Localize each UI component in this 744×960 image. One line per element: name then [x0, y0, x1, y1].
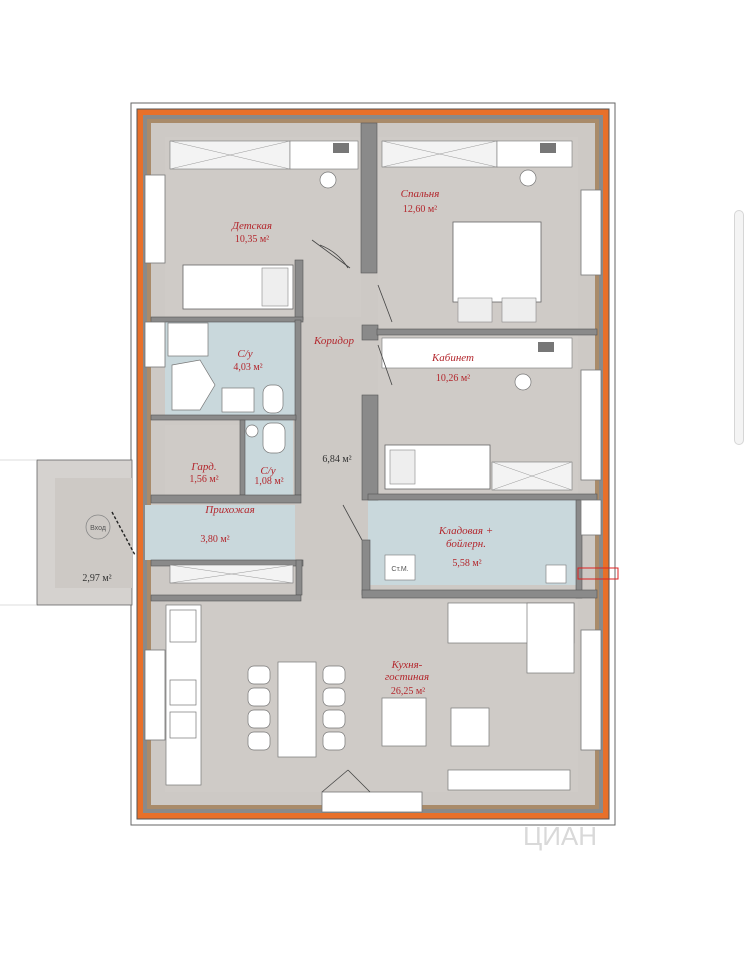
storage-fixtures — [384, 554, 567, 584]
interior-walls — [150, 122, 598, 602]
watermark: ЦИАН — [523, 821, 597, 851]
label-kuhnya-area: 26,25 м² — [391, 686, 425, 697]
label-detskaya-name: Детская — [231, 220, 272, 232]
label-vhod-name: Вход — [90, 525, 106, 532]
label-su2-name: С/у — [260, 465, 275, 477]
scrollbar[interactable] — [734, 210, 744, 445]
kitchen-counter — [165, 604, 202, 786]
doors — [311, 239, 393, 793]
meter-marker — [577, 567, 619, 580]
label-kladovaya-area: 5,58 м² — [452, 558, 481, 569]
wardrobe-crosses — [169, 140, 573, 584]
label-koridor-name: Коридор — [313, 335, 354, 347]
room-gard — [165, 425, 240, 495]
label-spalnya-area: 12,60 м² — [403, 204, 437, 215]
windows — [144, 174, 602, 813]
room-prihozhaya — [145, 505, 295, 560]
label-koridor-area: 6,84 м² — [322, 454, 351, 465]
label-kabinet-name: Кабинет — [431, 352, 474, 364]
label-su2-area: 1,08 м² — [254, 476, 283, 487]
label-su1-area: 4,03 м² — [233, 362, 262, 373]
chairs — [319, 169, 537, 391]
living-furniture — [381, 602, 575, 791]
label-detskaya-area: 10,35 м² — [235, 234, 269, 245]
label-stm: Ст.М. — [391, 566, 408, 573]
label-gard-area: 1,56 м² — [189, 474, 218, 485]
label-kladovaya-name-1: Кладовая + — [438, 525, 493, 537]
bed-detskaya — [182, 264, 294, 310]
label-kladovaya-name-2: бойлерн. — [446, 538, 486, 550]
label-su1-name: С/у — [237, 348, 252, 360]
bathroom-fixtures — [167, 322, 286, 454]
label-prihozhaya-name: Прихожая — [204, 504, 254, 516]
laptop-icons — [333, 143, 556, 352]
dining-set — [247, 661, 346, 758]
bed-kabinet — [384, 444, 491, 490]
label-prihozhaya-area: 3,80 м² — [200, 534, 229, 545]
bed-spalnya — [452, 221, 542, 323]
label-kabinet-area: 10,26 м² — [436, 373, 470, 384]
label-kuhnya-name-1: Кухня- — [391, 659, 423, 671]
label-gard-name: Гард. — [190, 461, 216, 473]
label-kuhnya-name-2: гостиная — [385, 671, 429, 683]
label-vhod-area: 2,97 м² — [82, 573, 111, 584]
label-spalnya-name: Спальня — [401, 188, 440, 200]
entrance-porch — [0, 459, 136, 606]
